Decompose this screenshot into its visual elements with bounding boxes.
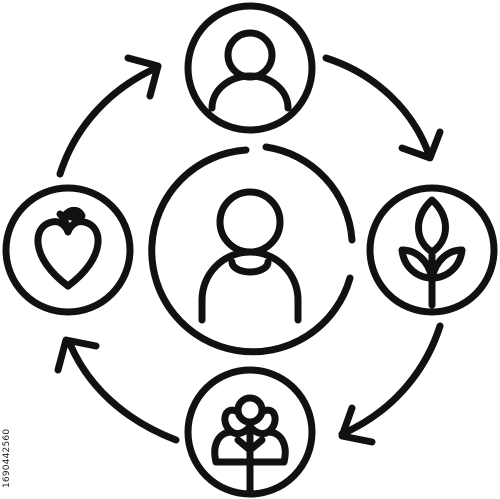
center-ring-arc xyxy=(148,146,354,356)
cycle-arrows xyxy=(54,54,444,446)
arrow-left-to-top xyxy=(56,64,160,178)
center-ring-arc-right xyxy=(262,143,356,244)
arrowhead-left-top xyxy=(124,54,162,100)
left-node xyxy=(2,184,134,316)
flower-icon xyxy=(211,394,289,494)
arrow-top-to-right xyxy=(322,54,432,156)
arrowhead-bottom-left xyxy=(54,336,100,374)
top-node xyxy=(184,2,316,134)
person-icon xyxy=(198,188,302,324)
bottom-node-ring xyxy=(184,366,316,498)
left-node-ring xyxy=(2,184,134,316)
top-node-ring xyxy=(184,2,316,134)
arrow-bottom-to-left xyxy=(66,340,180,444)
heart-fruit-icon xyxy=(34,206,102,290)
wheat-icon xyxy=(398,196,466,309)
arrowhead-right-bottom xyxy=(338,404,376,446)
bottom-node xyxy=(184,366,316,498)
arrowhead-top-right xyxy=(398,128,444,162)
center-node xyxy=(148,143,356,356)
stock-id-watermark: 1690442560 xyxy=(2,428,12,488)
arrow-right-to-bottom xyxy=(338,322,444,438)
person-icon xyxy=(208,29,292,112)
right-node xyxy=(366,184,498,316)
right-node-ring xyxy=(366,184,498,316)
